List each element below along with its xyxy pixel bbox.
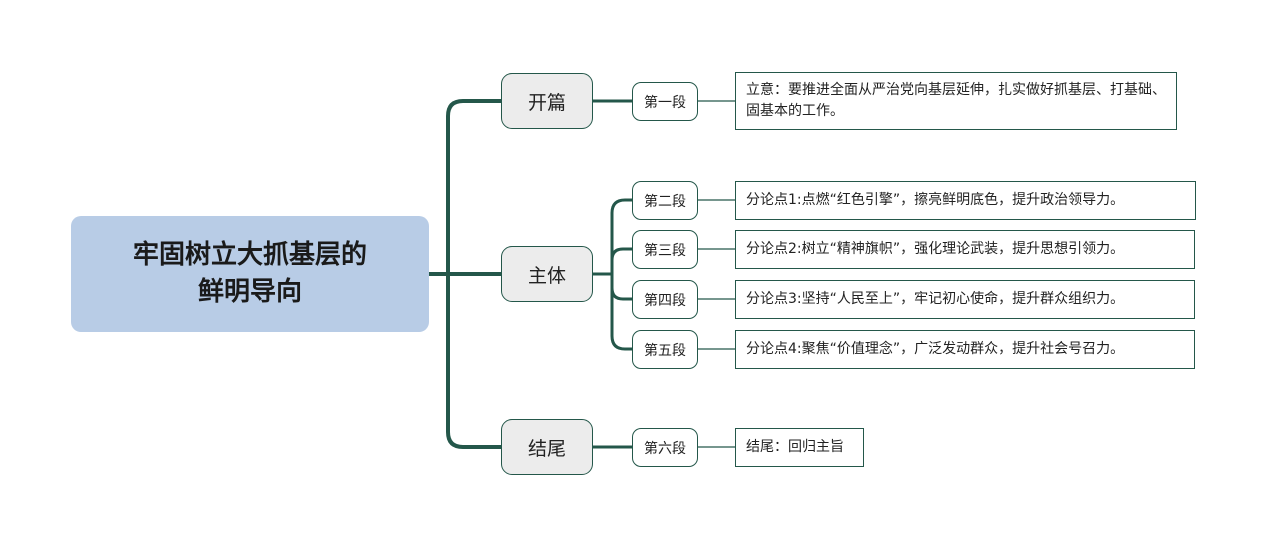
- root-topic-line1: 牢固树立大抓基层的: [132, 240, 367, 270]
- description-box-2-text: 分论点1:点燃“红色引擎”，擦亮鲜明底色，提升政治领导力。: [746, 192, 1125, 208]
- root-topic-line2: 鲜明导向: [197, 277, 302, 307]
- connector-zhuti-para2: [610, 198, 634, 276]
- paragraph-node-3[interactable]: 第三段: [632, 230, 698, 269]
- paragraph-node-2[interactable]: 第二段: [632, 181, 698, 220]
- description-box-6-text: 结尾：回归主旨: [746, 439, 844, 455]
- description-box-4-text: 分论点3:坚持“人民至上”，牢记初心使命，提升群众组织力。: [746, 291, 1125, 307]
- connector-zhuti-para5: [610, 272, 634, 351]
- section-jiewei[interactable]: 结尾: [501, 419, 593, 475]
- connector-zhuti-para3: [610, 247, 634, 276]
- description-box-2[interactable]: 分论点1:点燃“红色引擎”，擦亮鲜明底色，提升政治领导力。: [735, 181, 1196, 220]
- connector-trunk-kaipian: [446, 99, 503, 276]
- paragraph-node-6[interactable]: 第六段: [632, 428, 698, 467]
- paragraph-node-1-label: 第一段: [644, 94, 686, 111]
- description-box-4[interactable]: 分论点3:坚持“人民至上”，牢记初心使命，提升群众组织力。: [735, 280, 1195, 319]
- description-box-1[interactable]: 立意：要推进全面从严治党向基层延伸，扎实做好抓基层、打基础、固基本的工作。: [735, 72, 1177, 130]
- section-kaipian[interactable]: 开篇: [501, 73, 593, 129]
- paragraph-node-6-label: 第六段: [644, 440, 686, 457]
- connector-trunk-jiewei: [446, 272, 503, 449]
- section-zhuti[interactable]: 主体: [501, 246, 593, 302]
- paragraph-node-4[interactable]: 第四段: [632, 280, 698, 319]
- section-jiewei-label: 结尾: [527, 437, 566, 460]
- root-topic[interactable]: 牢固树立大抓基层的 鲜明导向: [71, 216, 429, 332]
- paragraph-node-4-label: 第四段: [644, 292, 686, 309]
- description-box-3-text: 分论点2:树立“精神旗帜”，强化理论武装，提升思想引领力。: [746, 241, 1125, 257]
- paragraph-node-3-label: 第三段: [644, 242, 686, 259]
- description-box-3[interactable]: 分论点2:树立“精神旗帜”，强化理论武装，提升思想引领力。: [735, 230, 1195, 269]
- paragraph-node-5-label: 第五段: [644, 342, 686, 359]
- description-box-5-text: 分论点4:聚焦“价值理念”，广泛发动群众，提升社会号召力。: [746, 341, 1125, 357]
- paragraph-node-5[interactable]: 第五段: [632, 330, 698, 369]
- section-kaipian-label: 开篇: [527, 91, 566, 114]
- connector-zhuti-para4: [610, 272, 634, 301]
- paragraph-node-1[interactable]: 第一段: [632, 82, 698, 121]
- root-topic-text: 牢固树立大抓基层的 鲜明导向: [133, 237, 367, 311]
- description-box-5[interactable]: 分论点4:聚焦“价值理念”，广泛发动群众，提升社会号召力。: [735, 330, 1195, 369]
- description-box-6[interactable]: 结尾：回归主旨: [735, 428, 864, 467]
- paragraph-node-2-label: 第二段: [644, 193, 686, 210]
- description-box-1-text: 立意：要推进全面从严治党向基层延伸，扎实做好抓基层、打基础、固基本的工作。: [746, 82, 1166, 119]
- section-zhuti-label: 主体: [527, 264, 566, 287]
